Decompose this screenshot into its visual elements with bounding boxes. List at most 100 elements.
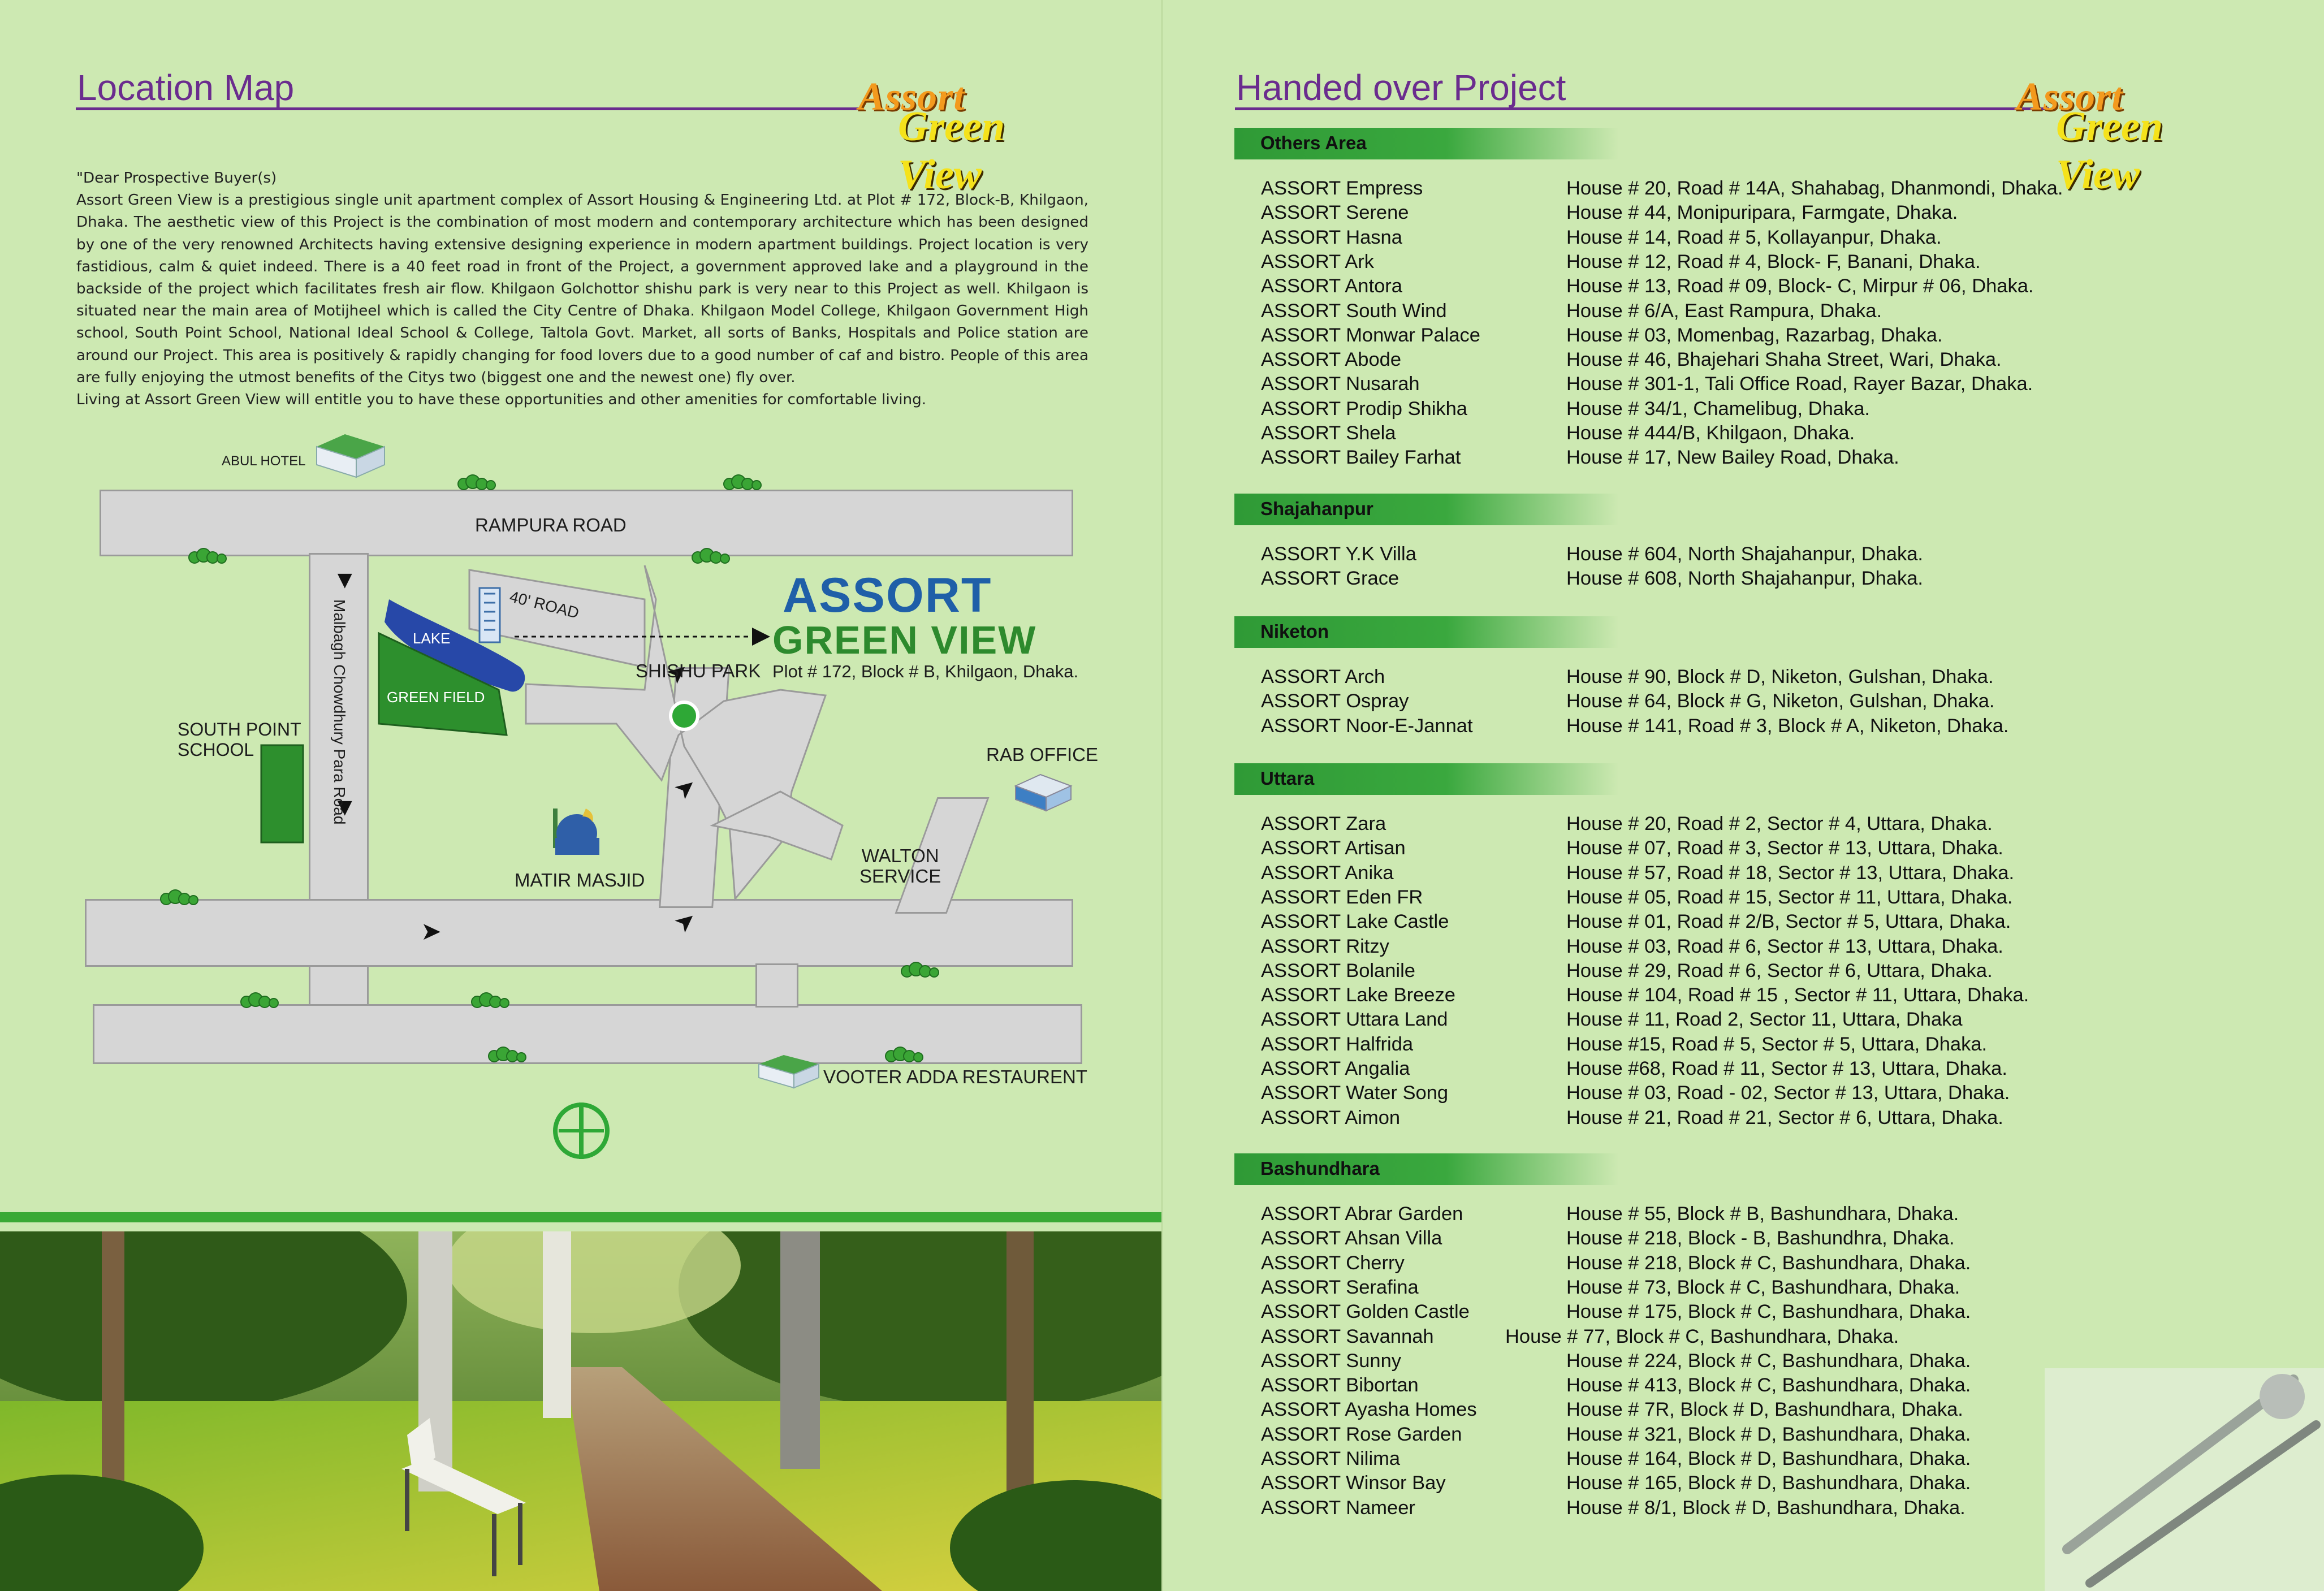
logo-green-view-text: Green View [2056,103,2163,198]
project-address: House #68, Road # 11, Sector # 13, Uttar… [1566,1058,2007,1079]
project-address: House # 03, Road - 02, Sector # 13, Utta… [1566,1082,2010,1104]
shishu-park-circle [669,701,699,731]
project-address: House # 03, Road # 6, Sector # 13, Uttar… [1566,935,2003,957]
intro-salutation: "Dear Prospective Buyer(s) [76,170,277,187]
assort-title: ASSORT [783,568,992,622]
project-name: ASSORT Halfrida [1261,1033,1414,1055]
project-address: House # 07, Road # 3, Sector # 13, Uttar… [1566,837,2003,859]
project-name: ASSORT Sunny [1261,1350,1402,1372]
south-point-school-label: SOUTH POINT SCHOOL [178,719,301,760]
project-address: House # 6/A, East Rampura, Dhaka. [1566,300,1882,322]
project-name: ASSORT Artisan [1261,837,1406,859]
rampura-road [100,490,1073,556]
rab-office-building-icon [1014,773,1073,812]
project-address: House # 57, Road # 18, Sector # 13, Utta… [1566,862,2015,884]
project-address: House # 604, North Shajahanpur, Dhaka. [1566,543,1924,565]
section-title: Others Area [1260,132,1367,153]
vooter-adda-label: VOOTER ADDA RESTAURENT [823,1066,1087,1087]
project-address: House # 13, Road # 09, Block- C, Mirpur … [1566,275,2034,297]
project-name: ASSORT Winsor Bay [1261,1472,1446,1494]
matir-masjid-label: MATIR MASJID [515,870,645,890]
rab-office-label: RAB OFFICE [986,744,1099,765]
project-name: ASSORT Ark [1261,250,1375,273]
project-name: ASSORT Abode [1261,349,1402,371]
project-name: ASSORT Savannah [1261,1325,1434,1347]
heading-underline [1235,107,2049,110]
project-name: ASSORT Hasna [1261,226,1402,248]
location-map: ▼ ▼ ➤ ➤ ➤ ➤ ABUL HOTEL RAMPURA ROAD Malb… [79,430,1099,1165]
drafting-compass-icon [2045,1368,2324,1591]
project-name: ASSORT Shela [1261,422,1396,444]
project-address: House # 64, Block # G, Niketon, Gulshan,… [1566,690,1995,712]
intro-body: Assort Green View is a prestigious singl… [76,192,1088,386]
hotel-building-icon [316,434,385,478]
green-field-label: GREEN FIELD [387,689,485,706]
south-point-line2: SCHOOL [178,740,254,760]
project-address: House # 8/1, Block # D, Bashundhara, Dha… [1566,1497,1966,1519]
project-address: House # 444/B, Khilgaon, Dhaka. [1566,422,1855,444]
project-name: ASSORT Rose Garden [1261,1423,1462,1445]
project-address: House # 05, Road # 15, Sector # 11, Utta… [1566,886,2013,908]
project-name: ASSORT Antora [1261,275,1402,297]
project-address: House # 164, Block # D, Bashundhara, Dha… [1566,1448,1971,1469]
park-photo-illustration [0,1231,1161,1591]
project-name: ASSORT Anika [1261,862,1394,884]
arrow-right-icon: ➤ [421,918,442,945]
restaurant-building-icon [758,1055,819,1089]
project-name: ASSORT Nilima [1261,1448,1401,1469]
project-address: House # 608, North Shajahanpur, Dhaka. [1566,568,1924,590]
left-page: Location Map Assort Green View "Dear Pro… [0,0,1163,1591]
project-address: House # 218, Block - B, Bashundhra, Dhak… [1566,1227,1955,1250]
right-page: Handed over Project Assort Green View [1163,0,2324,1591]
project-name: ASSORT Bailey Farhat [1261,447,1461,469]
arrow-down-icon-1: ▼ [332,566,357,594]
south-point-line1: SOUTH POINT [178,719,301,740]
arrow-down-icon-2: ▼ [332,793,357,821]
lake-label: LAKE [413,630,451,647]
project-address: House # 44, Monipuripara, Farmgate, Dhak… [1566,202,1958,224]
project-name: ASSORT Aimon [1261,1106,1401,1129]
project-address: House # 20, Road # 2, Sector # 4, Uttara… [1566,813,1993,835]
project-address: House # 20, Road # 14A, Shahabag, Dhanmo… [1566,178,2063,199]
malbagh-road-label: Malbagh Chowdhury Para Road [331,599,348,825]
project-name: ASSORT Bolanile [1261,959,1415,982]
park-photo [0,1231,1161,1591]
project-name: ASSORT Serafina [1261,1276,1419,1298]
project-address: House # 7R, Block # D, Bashundhara, Dhak… [1566,1399,1963,1421]
walton-line2: SERVICE [859,866,941,887]
project-name: ASSORT Serene [1261,202,1409,224]
project-address: House # 21, Road # 21, Sector # 6, Uttar… [1566,1106,2003,1129]
section-title: Niketon [1260,621,1329,642]
apartment-tower-icon [478,587,501,643]
logo-assort-text: Assort [2016,75,2123,119]
project-address: House # 11, Road 2, Sector 11, Uttara, D… [1566,1009,1963,1031]
project-address: House # 90, Block # D, Niketon, Gulshan,… [1566,666,1994,688]
logo-assort-text: Assort [858,75,965,119]
40-road-shape [468,569,646,668]
project-name: ASSORT Abrar Garden [1261,1203,1463,1225]
project-name: ASSORT Ahsan Villa [1261,1227,1442,1250]
project-name: ASSORT Noor-E-Jannat [1261,715,1473,737]
plot-address: Plot # 172, Block # B, Khilgaon, Dhaka. [772,662,1079,681]
project-address: House # 01, Road # 2/B, Sector # 5, Utta… [1566,911,2011,933]
project-name: ASSORT Arch [1261,666,1385,688]
project-address: House # 55, Block # B, Bashundhara, Dhak… [1566,1203,1959,1225]
project-address: House #15, Road # 5, Sector # 5, Uttara,… [1566,1033,1988,1055]
project-address: House # 321, Block # D, Bashundhara, Dha… [1566,1423,1971,1445]
green-field-shape [378,632,508,736]
project-address: House # 413, Block # C, Bashundhara, Dha… [1566,1374,1971,1397]
project-name: ASSORT Empress [1261,178,1423,199]
project-address: House # 224, Block # C, Bashundhara, Dha… [1566,1350,1971,1372]
project-address: House # 301-1, Tali Office Road, Rayer B… [1566,373,2033,395]
project-address: House # 175, Block # C, Bashundhara, Dha… [1566,1301,1971,1323]
project-address: House # 165, Block # D, Bashundhara, Dha… [1566,1472,1971,1494]
project-name: ASSORT Golden Castle [1261,1301,1470,1323]
project-address: House # 29, Road # 6, Sector # 6, Uttara… [1566,959,1993,982]
project-name: ASSORT Angalia [1261,1058,1410,1079]
project-name: ASSORT Nusarah [1261,373,1420,395]
bench-icon [401,1418,526,1576]
project-name: ASSORT Ospray [1261,690,1409,712]
assort-green-view-logo: Assort Green View [2016,75,2254,198]
handed-over-heading: Handed over Project [1236,67,1566,108]
project-address: House # 17, New Bailey Road, Dhaka. [1566,447,1899,469]
